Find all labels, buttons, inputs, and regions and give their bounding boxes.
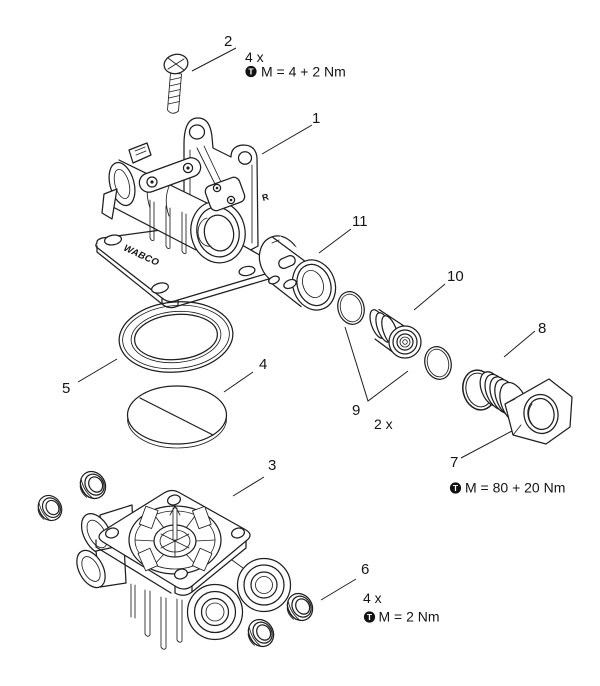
callouts: 2 4 x T M = 4 + 2 Nm 1 11 10 8 9 2 x 7 T…	[62, 33, 565, 625]
leader-3	[232, 476, 265, 497]
cast-letter-marking: R	[261, 191, 270, 202]
bracket-hole	[188, 124, 206, 140]
callout-7-torque: M = 80 + 20 Nm	[465, 480, 565, 496]
part-10-valve-insert	[369, 308, 422, 359]
leader-4	[223, 371, 254, 393]
leader-6	[320, 578, 357, 601]
leader-8	[503, 330, 536, 358]
callout-2-torque: M = 4 + 2 Nm	[261, 64, 346, 80]
leader-lines	[77, 47, 536, 601]
callout-6-torque: M = 2 Nm	[379, 609, 440, 625]
part-3-lower-valve-body	[76, 489, 292, 650]
svg-text:T: T	[367, 612, 373, 622]
part-1-upper-valve-body: WABCO R	[95, 117, 277, 309]
part-6-insert	[73, 466, 112, 505]
callout-11-number: 11	[352, 213, 368, 230]
bracket-hole	[237, 151, 253, 165]
leader-7	[460, 430, 513, 459]
callout-3-number: 3	[268, 457, 276, 474]
callout-6-number: 6	[361, 561, 369, 578]
part-7-hex-plug	[479, 371, 573, 445]
leader-2	[191, 47, 237, 72]
callout-6-qty: 4 x	[363, 590, 382, 606]
callout-1-number: 1	[312, 110, 320, 127]
svg-text:T: T	[453, 483, 459, 493]
leader-10	[413, 283, 446, 311]
part-6-insert	[32, 490, 67, 527]
part-2-screw	[163, 53, 189, 114]
torque-icon: T	[449, 482, 462, 494]
callout-2-qty: 4 x	[245, 49, 264, 65]
part-9-oring-left	[333, 288, 369, 328]
part-9-oring-right	[420, 343, 456, 383]
part-11-valve-sleeve	[258, 235, 337, 311]
part-5-sealing-ring	[118, 301, 234, 373]
leader-5	[77, 358, 118, 383]
part-4-diaphragm	[126, 385, 228, 449]
svg-text:T: T	[248, 67, 254, 77]
callout-5-number: 5	[62, 380, 70, 397]
leader-1	[261, 124, 313, 155]
leader-9	[344, 326, 409, 402]
callout-9-qty: 2 x	[374, 416, 393, 432]
phillips-icon	[167, 57, 185, 71]
torque-icon: T	[245, 65, 257, 78]
callout-9-number: 9	[352, 402, 360, 419]
part-6-insert	[241, 614, 280, 653]
callout-10-number: 10	[447, 268, 464, 285]
callout-4-number: 4	[259, 356, 267, 373]
callout-7-number: 7	[450, 454, 458, 471]
leader-11	[318, 228, 352, 254]
callout-2-number: 2	[224, 33, 232, 50]
torque-icon: T	[363, 611, 376, 623]
callout-8-number: 8	[538, 320, 546, 337]
